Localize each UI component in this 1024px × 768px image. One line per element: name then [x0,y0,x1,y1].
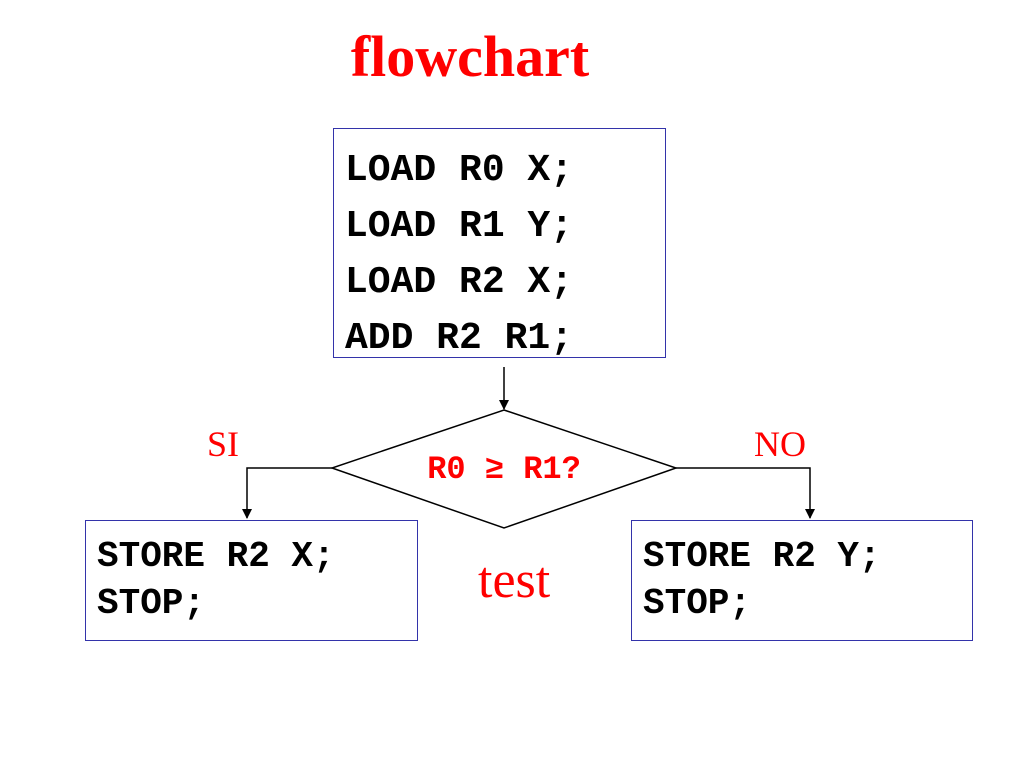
no-branch-box: STORE R2 Y; STOP; [631,520,973,641]
code-line: STORE R2 X; [97,536,335,577]
code-line: LOAD R2 X; [345,261,574,304]
code-line: LOAD R0 X; [345,149,574,192]
no-branch-label: NO [754,424,806,464]
yes-branch-box: STORE R2 X; STOP; [85,520,418,641]
decision-condition: R0 ≥ R1? [427,451,581,488]
code-line: LOAD R1 Y; [345,205,574,248]
code-line: STOP; [97,583,206,624]
decision-diamond [329,409,679,529]
arrow-no-branch [676,467,815,519]
yes-branch-label: SI [207,424,240,464]
code-line: STORE R2 Y; [643,536,881,577]
arrow-yes-branch [242,467,332,519]
decision-label: test [478,552,551,609]
start-process-box: LOAD R0 X; LOAD R1 Y; LOAD R2 X; ADD R2 … [333,128,666,360]
code-line: ADD R2 R1; [345,317,574,360]
diagram-title: flowchart [350,24,590,89]
code-line: STOP; [643,583,752,624]
